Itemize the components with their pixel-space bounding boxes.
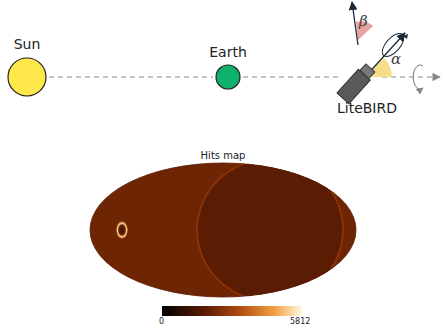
axis-connector xyxy=(49,76,213,77)
colorbar-max: 5812 xyxy=(290,317,310,326)
sun-node: Sun xyxy=(1,36,53,100)
earth-circle xyxy=(216,65,240,89)
beta-symbol: β xyxy=(359,12,368,30)
earth-node: Earth xyxy=(206,44,250,90)
hits-map-node: Hits map xyxy=(178,150,268,166)
sun-label: Sun xyxy=(1,36,53,52)
litebird-label: LiteBIRD xyxy=(333,100,401,116)
colorbar-min: 0 xyxy=(159,317,164,326)
sun-circle xyxy=(8,58,46,96)
hits-map xyxy=(88,158,360,302)
axis-connector xyxy=(243,76,340,77)
spin-head xyxy=(403,34,408,39)
earth-label: Earth xyxy=(206,44,250,60)
spacecraft xyxy=(337,63,376,104)
colorbar xyxy=(162,306,302,316)
alpha-symbol: α xyxy=(391,50,401,68)
hits-map-label: Hits map xyxy=(178,150,268,161)
litebird-node: LiteBIRD xyxy=(333,60,401,120)
boresight xyxy=(352,2,358,45)
precession-arrow xyxy=(413,65,423,89)
